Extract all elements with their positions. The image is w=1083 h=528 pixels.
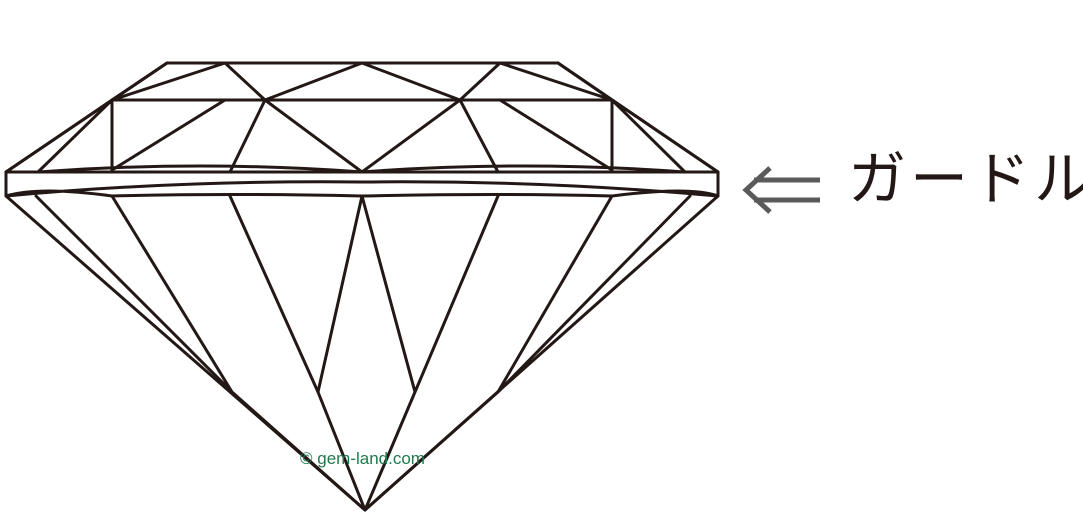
double-left-arrow-icon (742, 166, 820, 214)
diamond-drawing (4, 61, 720, 512)
girdle-upper-curve (4, 164, 720, 174)
crown-star-facets (110, 61, 614, 102)
girdle-label: ガードル (848, 145, 1083, 213)
watermark-text: © gem-land.com (300, 449, 425, 468)
girdle-lower-curve (4, 180, 720, 198)
pavilion-facets (34, 194, 692, 512)
crown-main-facets (4, 98, 720, 174)
